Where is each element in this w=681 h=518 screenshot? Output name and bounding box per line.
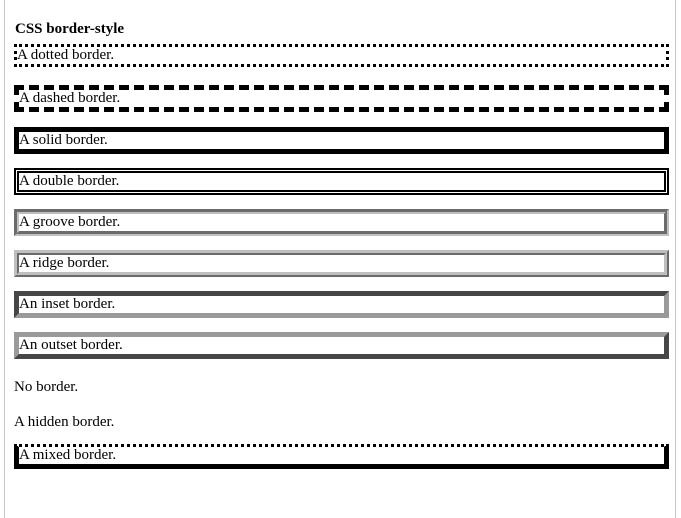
border-demo-mixed: A mixed border.	[14, 444, 669, 469]
border-demo-hidden: A hidden border.	[14, 414, 669, 431]
border-demo-solid: A solid border.	[14, 127, 669, 154]
document-page: CSS border-style A dotted border. A dash…	[4, 0, 676, 518]
border-demo-none: No border.	[14, 379, 669, 396]
border-demo-dotted: A dotted border.	[14, 44, 669, 67]
border-demo-groove: A groove border.	[14, 209, 669, 236]
border-demo-double: A double border.	[14, 168, 669, 195]
border-demo-ridge: A ridge border.	[14, 250, 669, 277]
border-demo-dashed: A dashed border.	[14, 85, 669, 112]
border-demo-inset: An inset border.	[14, 291, 669, 318]
border-demo-outset: An outset border.	[14, 332, 669, 359]
page-title: CSS border-style	[15, 21, 125, 37]
